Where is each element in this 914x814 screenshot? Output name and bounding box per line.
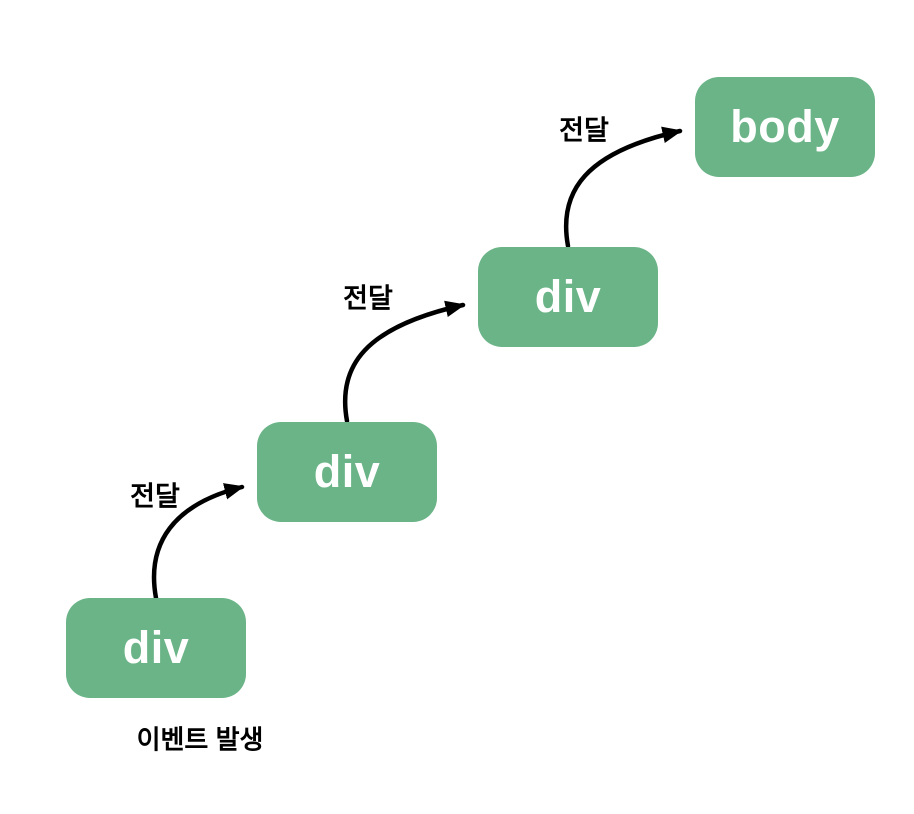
node-div-3-label: div [534, 271, 602, 322]
edge-label-1: 전달 [130, 481, 180, 512]
edge-arrow-3 [563, 126, 683, 249]
node-body: body [695, 77, 875, 177]
node-div-3: div [478, 247, 658, 347]
edge-arrow-2 [342, 300, 466, 424]
node-body-label: body [730, 101, 840, 152]
node-div-2: div [257, 422, 437, 522]
node-div-1-label: div [122, 622, 190, 673]
node-div-2-label: div [313, 446, 381, 497]
node-div-1: div [66, 598, 246, 698]
edge-label-2: 전달 [343, 283, 393, 314]
event-origin-caption: 이벤트 발생 [136, 724, 264, 755]
edge-label-3: 전달 [559, 115, 609, 146]
